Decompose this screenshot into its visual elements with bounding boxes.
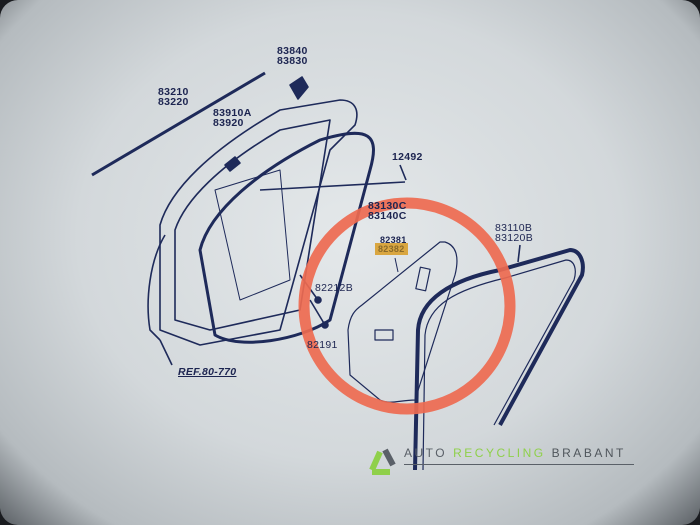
door-seal [198, 131, 375, 344]
label-clip: 83840 83830 [277, 45, 308, 67]
watermark-recycling: RECYCLING [453, 446, 546, 460]
plug-leader [309, 299, 326, 326]
label-cover-highlighted: 82382 [375, 243, 408, 255]
ref-leader [159, 339, 173, 366]
watermark: AUTO RECYCLING BRABANT [362, 446, 626, 460]
clip-part [289, 76, 309, 100]
label-bolt: 12492 [392, 151, 423, 163]
handle-part [224, 156, 241, 172]
door-module [214, 169, 291, 301]
label-handle: 83910A 83920 [213, 107, 252, 129]
label-cover-top: 82381 [380, 235, 407, 245]
recycle-logo-icon [369, 448, 396, 475]
label-screw: 82212B [315, 282, 354, 294]
door-cover-panel [347, 241, 458, 403]
label-roof-molding: 83210 83220 [158, 86, 189, 108]
watermark-brabant: BRABANT [551, 446, 626, 460]
label-reference: REF.80-770 [178, 366, 237, 378]
label-plug: 82191 [307, 339, 338, 351]
cover-slot [415, 266, 431, 292]
roof-molding-strip [91, 71, 266, 177]
door-panel-outer [159, 99, 358, 346]
cover-tab [374, 329, 394, 341]
bolt-line [259, 181, 406, 191]
label-frame-seal: 83110B 83120B [495, 222, 534, 244]
watermark-underline [404, 464, 634, 465]
highlight-circle [298, 197, 516, 415]
bolt-leader [399, 164, 407, 181]
label-door-seal: 83130C 83140C [368, 200, 407, 222]
door-edge [147, 234, 166, 341]
watermark-auto: AUTO [404, 446, 448, 460]
